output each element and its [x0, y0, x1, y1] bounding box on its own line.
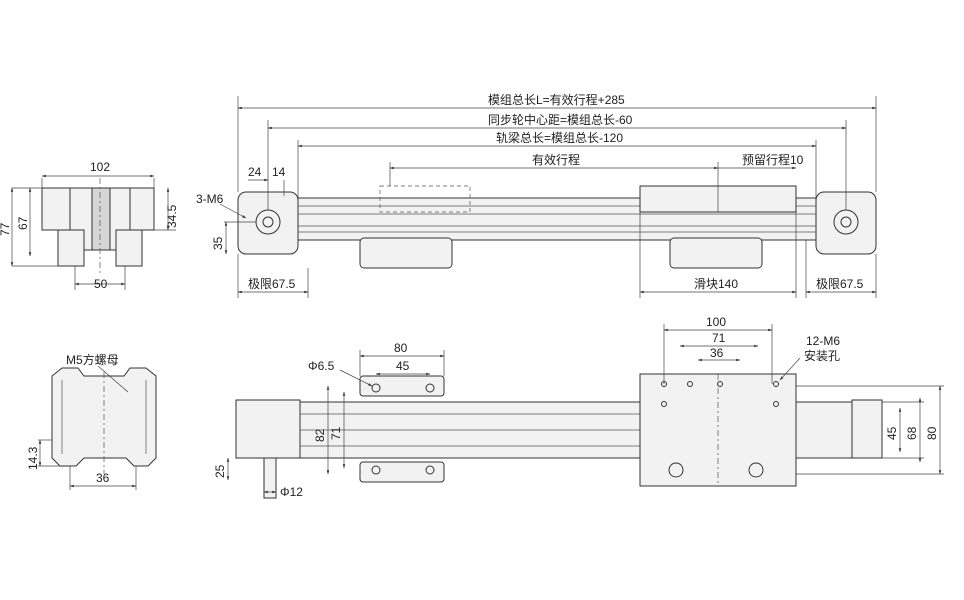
bottom-view: 80 45 Φ6.5 82 71 25 Φ12 — [213, 341, 883, 499]
screw-label: 3-M6 — [196, 192, 224, 206]
effective-stroke-label: 有效行程 — [532, 152, 580, 167]
dim-24-label: 24 — [248, 165, 262, 179]
slider-phantom — [379, 185, 471, 213]
total-length-label: 模组总长L=有效行程+285 — [488, 92, 625, 107]
shaft-label: Φ12 — [280, 485, 303, 499]
bottom-left-end — [235, 399, 301, 459]
mount-hole-label: 安装孔 — [804, 348, 840, 363]
end-view-right-foot — [115, 229, 143, 267]
end-view-width-label: 102 — [90, 160, 110, 174]
end-view-h77-label: 77 — [0, 222, 12, 236]
slider-d45-label: 45 — [885, 426, 899, 440]
right-limit-label: 极限67.5 — [816, 277, 864, 291]
bottom-mount-bottom — [359, 461, 445, 483]
slider-foot-right — [669, 237, 763, 269]
slider-d100-label: 100 — [706, 315, 726, 329]
bottom-right-beam — [795, 401, 853, 459]
slider-length-label: 滑块140 — [694, 277, 738, 291]
slider-d80-label: 80 — [925, 426, 939, 440]
slider-dims: 100 71 36 12-M6 安装孔 45 68 80 — [663, 315, 944, 475]
nut-label: M5方螺母 — [66, 352, 119, 367]
profile-view: M5方螺母 14.3 36 — [26, 352, 157, 490]
end-view-h345-label: 34.5 — [165, 204, 179, 228]
bottom-right-end — [851, 399, 883, 459]
dim-14-label: 14 — [272, 165, 286, 179]
dim-35-label: 35 — [211, 236, 225, 250]
end-view-left-foot — [57, 229, 85, 267]
slider-d36-label: 36 — [710, 346, 724, 360]
reserved-stroke-label: 预留行程10 — [742, 152, 804, 167]
end-view: 102 77 67 34.5 50 — [0, 160, 179, 291]
bottom-d82-label: 82 — [313, 428, 327, 442]
pulley-center-label: 同步轮中心距=模组总长-60 — [488, 112, 633, 127]
end-view-h67-label: 67 — [16, 216, 30, 230]
motor-shaft — [263, 457, 277, 499]
beam-length-label: 轨梁总长=模组总长-120 — [496, 130, 623, 145]
bottom-d71-label: 71 — [329, 426, 343, 440]
end-view-belt — [91, 187, 111, 251]
bottom-d80-label: 80 — [394, 341, 408, 355]
bottom-mount-top — [359, 375, 445, 397]
profile-h143-label: 14.3 — [26, 446, 40, 470]
bottom-d45-label: 45 — [396, 359, 410, 373]
slider-foot-left — [359, 237, 453, 269]
hole-label: Φ6.5 — [308, 359, 335, 373]
profile-w36-label: 36 — [96, 471, 110, 485]
tapped-hole-label: 12-M6 — [806, 334, 840, 348]
slider-d71-label: 71 — [712, 331, 726, 345]
slider-d68-label: 68 — [905, 426, 919, 440]
side-view: 模组总长L=有效行程+285 同步轮中心距=模组总长-60 轨梁总长=模组总长-… — [196, 92, 877, 298]
bottom-d25-label: 25 — [213, 464, 227, 478]
end-view-w50-label: 50 — [94, 277, 108, 291]
left-limit-label: 极限67.5 — [248, 277, 296, 291]
